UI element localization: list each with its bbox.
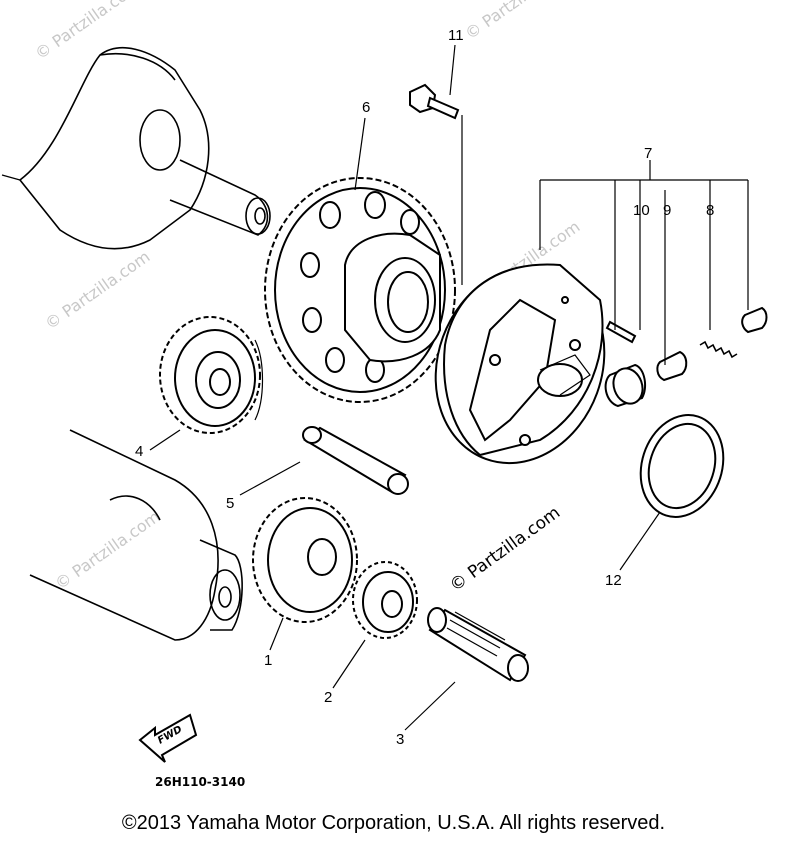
gear-1 (252, 497, 358, 623)
callout-4: 4 (135, 443, 143, 460)
callout-numbers: 11 6 7 10 9 8 4 5 1 2 3 12 (135, 27, 714, 748)
gear-2 (352, 561, 418, 639)
spring-cap (656, 350, 688, 382)
fwd-arrow: FWD (138, 713, 198, 763)
starter-motor-outline (29, 429, 243, 641)
crankshaft-outline (1, 47, 271, 250)
callout-11: 11 (448, 27, 464, 44)
callout-1: 1 (264, 652, 272, 669)
pin-10 (605, 320, 637, 344)
bolt-11 (409, 83, 460, 120)
washer-12 (639, 414, 725, 518)
small-parts (604, 306, 768, 408)
callout-9: 9 (663, 202, 671, 219)
callout-5: 5 (226, 495, 234, 512)
leader-lines (149, 44, 749, 731)
cap-8 (741, 306, 768, 334)
shaft-5 (302, 426, 409, 495)
spring-8 (699, 340, 738, 359)
watermark: © Partzilla.com (41, 247, 153, 333)
starter-clutch-7 (434, 263, 606, 465)
callout-6: 6 (362, 99, 370, 116)
copyright-notice: ©2013 Yamaha Motor Corporation, U.S.A. A… (121, 812, 666, 834)
diagram-code: 26H110-3140 (155, 775, 245, 789)
callout-12: 12 (605, 572, 622, 589)
callout-10: 10 (633, 202, 650, 219)
watermark: © Partzilla.com (461, 0, 573, 43)
watermark-center: © Partzilla.com (446, 503, 564, 596)
callout-7: 7 (644, 145, 652, 162)
watermark: © Partzilla.com (51, 507, 163, 593)
gear-4 (159, 316, 264, 434)
callout-3: 3 (396, 731, 404, 748)
gear-6 (264, 177, 456, 403)
callout-8: 8 (706, 202, 714, 219)
shaft-3 (427, 607, 529, 682)
callout-2: 2 (324, 689, 332, 706)
